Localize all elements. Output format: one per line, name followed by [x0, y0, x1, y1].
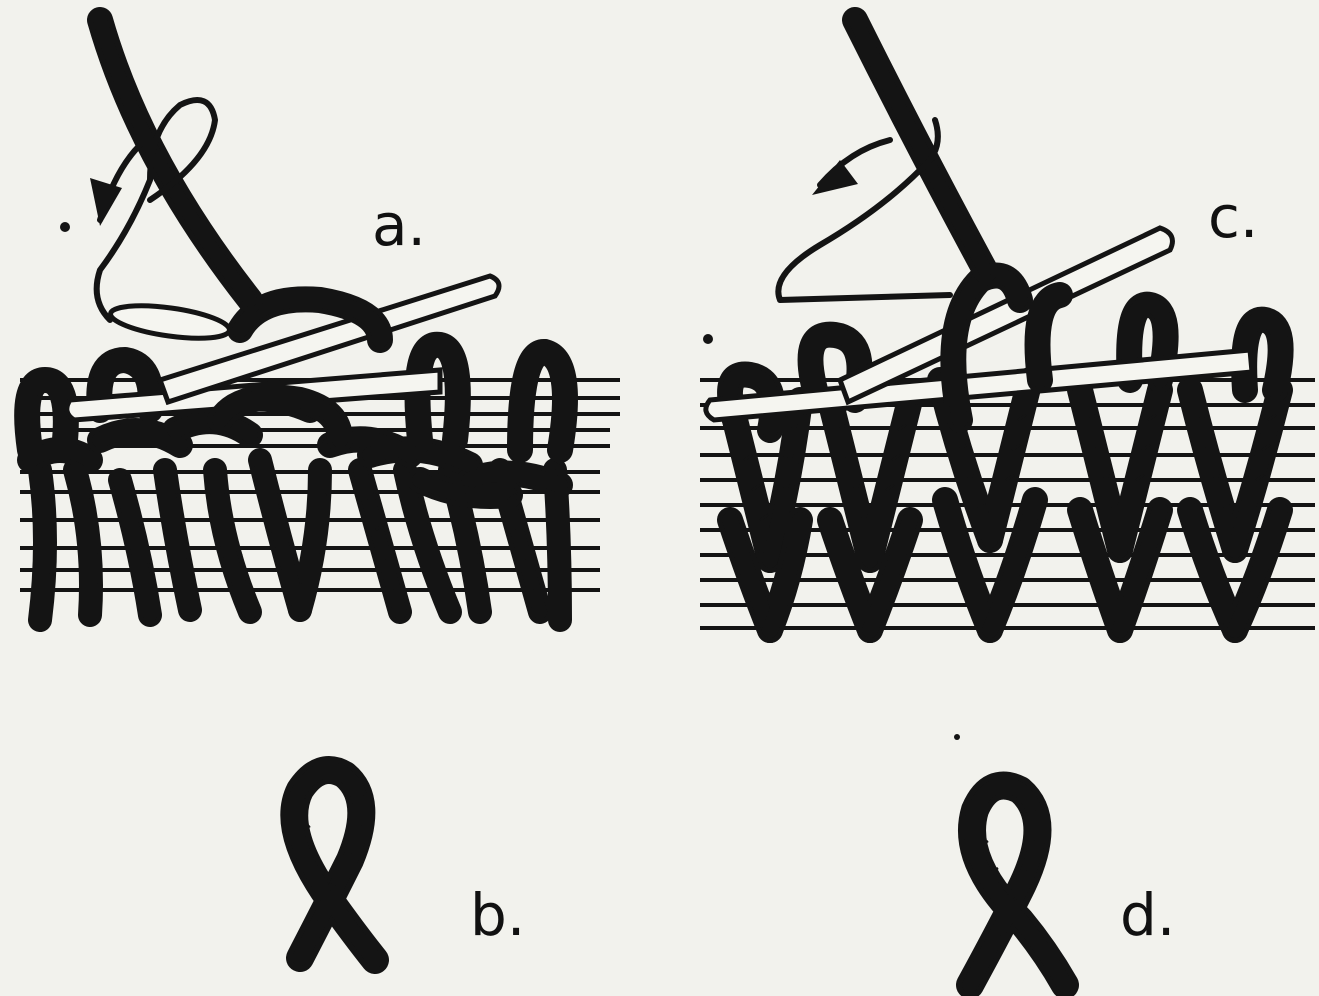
- label-b: b.: [470, 886, 525, 944]
- panel-c-dot: [703, 334, 713, 344]
- panel-a-illustration: [20, 20, 620, 620]
- panel-c-working-yarn: [778, 20, 985, 300]
- label-d: d.: [1120, 886, 1175, 944]
- panel-c-illustration: [700, 20, 1315, 630]
- loop-d-illustration: [970, 786, 1065, 986]
- speck: [954, 734, 960, 740]
- panel-c-arrow-head: [812, 160, 858, 195]
- panel-c-working-loop: [953, 276, 1060, 421]
- panel-a-dot: [60, 222, 70, 232]
- panel-a-arrow-head: [90, 178, 122, 226]
- panel-a-right-needle-tip: [109, 300, 232, 344]
- label-c: c.: [1208, 188, 1258, 246]
- loop-b-illustration: [294, 770, 375, 960]
- label-a: a.: [372, 196, 426, 254]
